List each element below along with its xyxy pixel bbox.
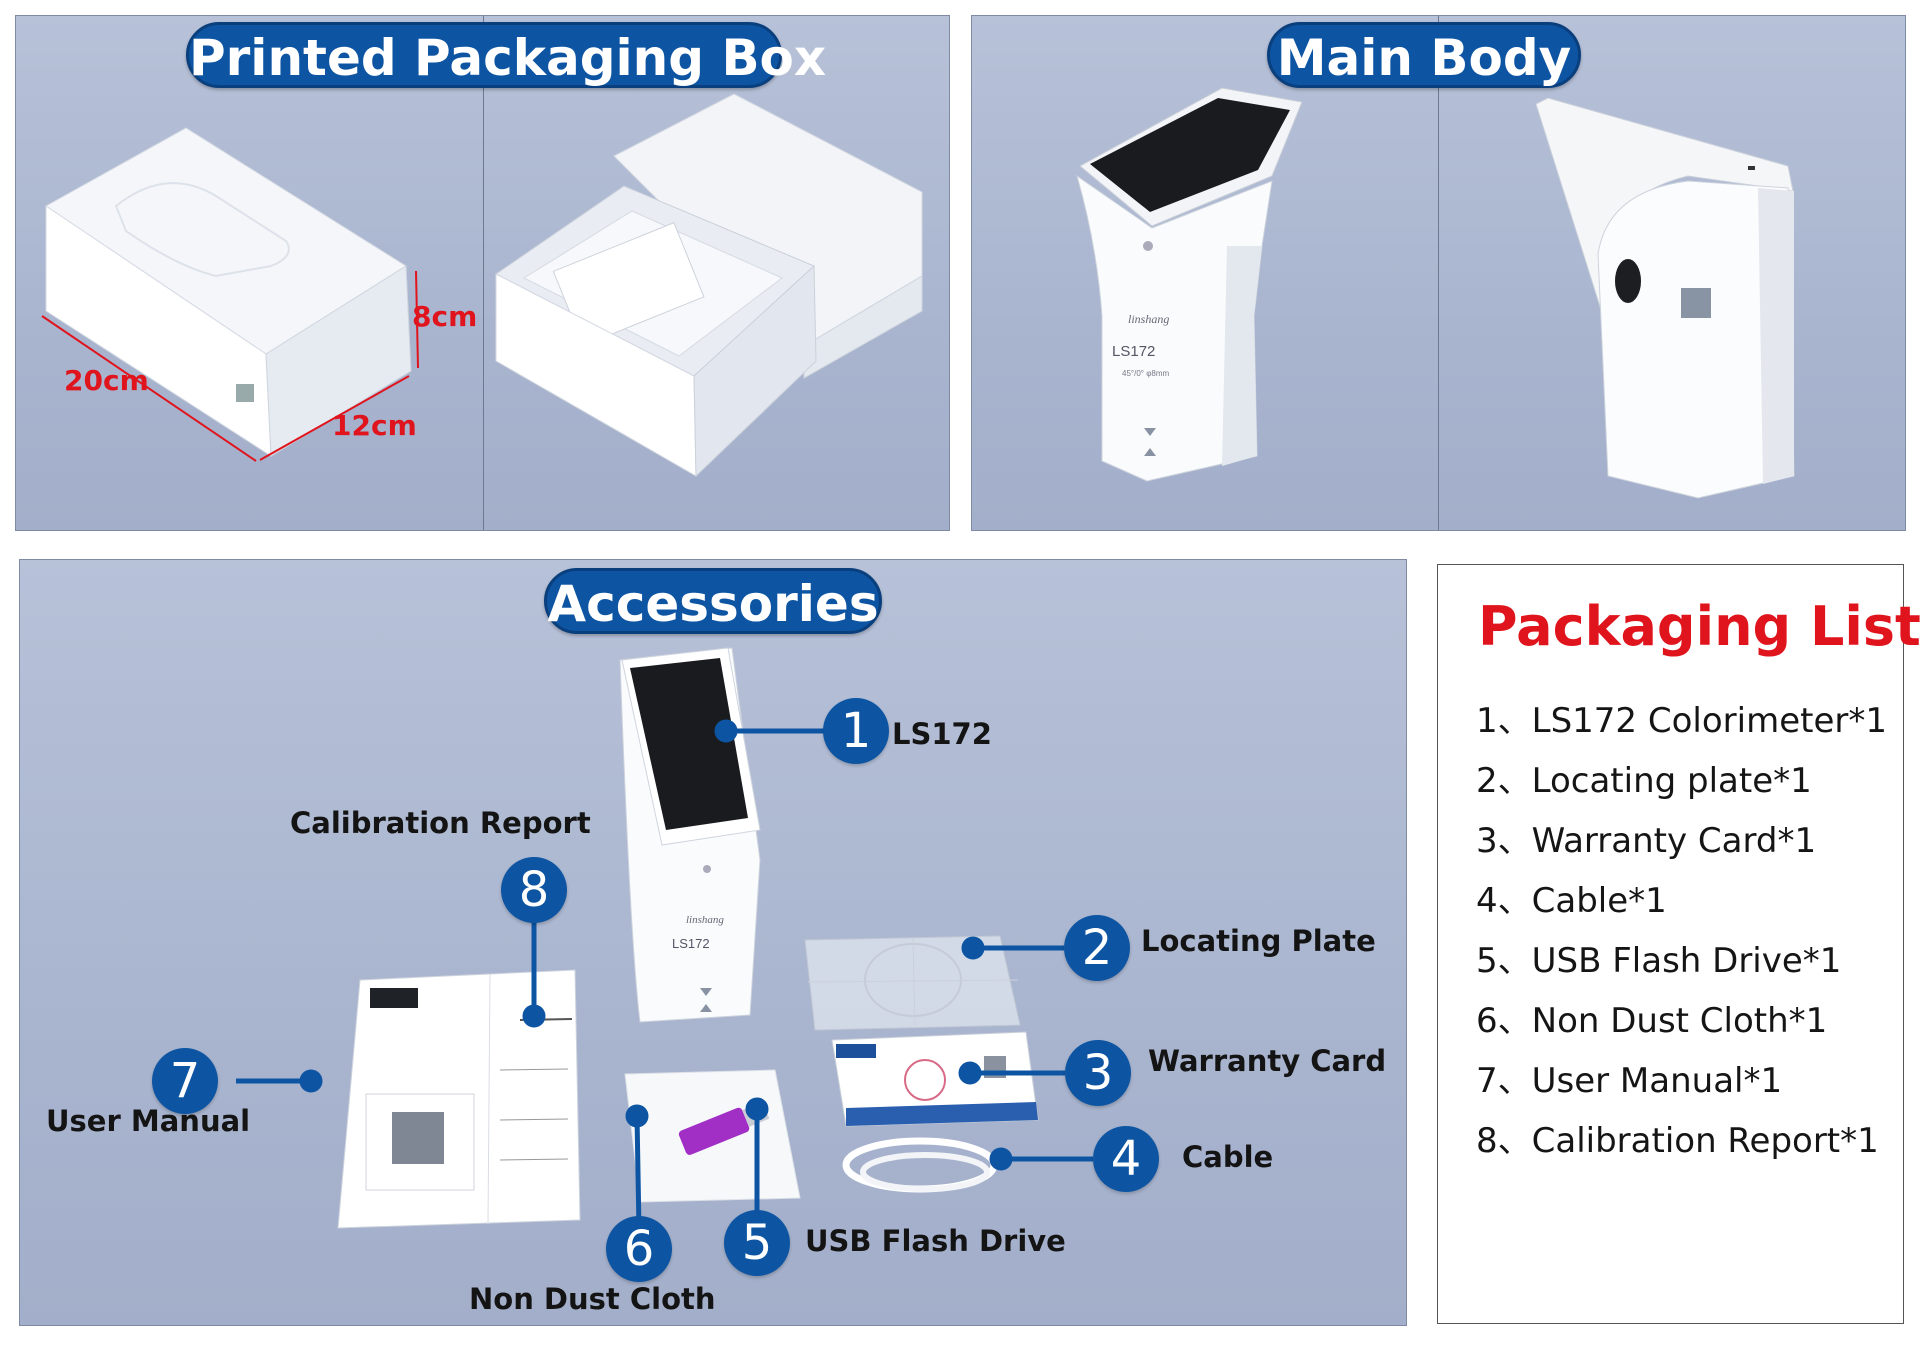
callout-label-warranty-card: Warranty Card: [1148, 1044, 1387, 1078]
list-item: 3、Warranty Card*1: [1476, 821, 1817, 861]
open-box-image: [495, 93, 923, 478]
device-screen: [630, 658, 748, 830]
main-body-title: Main Body: [1267, 22, 1581, 88]
usb-port: [1748, 166, 1755, 170]
packaging-box-panel: 20cm 12cm 8cm Printed Packaging Box: [15, 15, 950, 531]
list-item: 5、USB Flash Drive*1: [1476, 941, 1842, 981]
qr-code-icon: [236, 384, 254, 402]
brand-logo: linshang: [1128, 312, 1169, 326]
callout-label-user-manual: User Manual: [46, 1104, 251, 1138]
spec-label: 45°/0° φ8mm: [1122, 369, 1169, 378]
list-item: 2、Locating plate*1: [1476, 761, 1812, 801]
closed-box-image: [41, 127, 419, 462]
arrow-up-icon: [700, 1004, 712, 1012]
packaging-list-title: Packaging List: [1478, 595, 1920, 658]
callout-label-locating-plate: Locating Plate: [1141, 924, 1376, 958]
list-item: 4、Cable*1: [1476, 881, 1667, 921]
packaging-list: 1、LS172 Colorimeter*1 2、Locating plate*1…: [1476, 691, 1887, 1171]
callout-number-5: 5: [724, 1210, 790, 1276]
list-item: 1、LS172 Colorimeter*1: [1476, 701, 1887, 741]
box-length-label: 20cm: [64, 364, 149, 397]
arrow-up-icon: [1144, 448, 1156, 456]
photo-divider: [483, 16, 484, 530]
list-item: 6、Non Dust Cloth*1: [1476, 1001, 1828, 1041]
callout-label-usb-flash-drive: USB Flash Drive: [805, 1224, 1066, 1258]
callout-number-2: 2: [1064, 915, 1130, 981]
accessories-photo: linshang LS172: [236, 647, 1093, 1231]
qr-code-icon: [1681, 288, 1711, 318]
callout-label-non-dust-cloth: Non Dust Cloth: [469, 1282, 716, 1316]
list-item: 8、Calibration Report*1: [1476, 1121, 1879, 1161]
callout-number-1: 1: [823, 698, 889, 764]
device-back-image: [1535, 97, 1795, 499]
photo-divider: [1438, 16, 1439, 530]
sensor-port: [1615, 259, 1641, 303]
accessories-title: Accessories: [544, 568, 882, 634]
callout-number-6: 6: [606, 1216, 672, 1282]
callout-label-ls172: LS172: [892, 717, 992, 751]
callout-label-calibration-report: Calibration Report: [290, 806, 591, 840]
qr-code-icon: [392, 1112, 444, 1164]
brand-logo: linshang: [686, 914, 724, 926]
callout-number-8: 8: [501, 857, 567, 923]
packaging-box-title: Printed Packaging Box: [186, 22, 826, 88]
box-height-label: 8cm: [412, 300, 478, 333]
packaging-list-panel: Packaging List 1、LS172 Colorimeter*1 2、L…: [1437, 564, 1920, 1324]
model-label: LS172: [672, 936, 710, 951]
callout-label-cable: Cable: [1182, 1140, 1274, 1174]
arrow-down-icon: [700, 988, 712, 996]
arrow-down-icon: [1144, 428, 1156, 436]
callout-number-3: 3: [1065, 1040, 1131, 1106]
callout-number-4: 4: [1093, 1126, 1159, 1192]
box-width-label: 12cm: [332, 409, 417, 442]
callout-number-7: 7: [152, 1048, 218, 1114]
accessories-panel: linshang LS172: [19, 559, 1407, 1326]
main-body-panel: linshang LS172 45°/0° φ8mm Main Body: [971, 15, 1906, 531]
device-front-image: linshang LS172 45°/0° φ8mm: [1076, 87, 1303, 482]
model-label: LS172: [1112, 343, 1155, 360]
list-item: 7、User Manual*1: [1476, 1061, 1783, 1101]
